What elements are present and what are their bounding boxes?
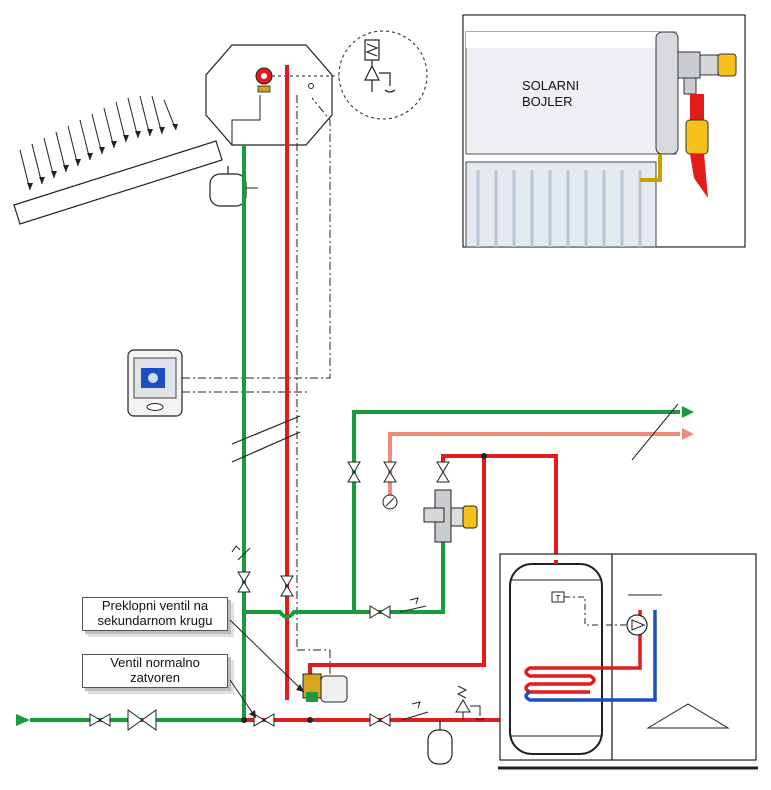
inlet-arrow (16, 714, 30, 726)
sun-ray-arrowheads (27, 124, 178, 190)
switch-valve-label-line1: Preklopni ventil na (101, 598, 209, 613)
diverter-valve-icon (302, 673, 348, 703)
inset-title-line1: SOLARNI (522, 78, 580, 93)
normally-closed-label-line1: Ventil normalno (110, 655, 200, 670)
svg-text:T: T (556, 594, 561, 603)
mixing-valve-icon (423, 489, 478, 543)
inlet-valves (89, 709, 391, 731)
heat-exchanger-triangle (646, 703, 730, 729)
bottom-safety-valve-icon (455, 685, 485, 721)
safety-valve-icon (364, 39, 396, 93)
bottom-switch-valves (369, 605, 391, 619)
solar-collector-panel (13, 140, 223, 225)
heating-coil (524, 610, 642, 694)
expansion-vessel-bottom (427, 720, 453, 765)
solar-controller (127, 349, 183, 417)
switch-valve-label-line2: sekundarnom krugu (97, 613, 213, 628)
normally-closed-valve-label: Ventil normalno zatvoren (82, 654, 228, 688)
inset-title: SOLARNI BOJLER (522, 78, 579, 110)
green-outlet-arrow (682, 406, 694, 418)
pipe-break-marks (231, 415, 301, 463)
supply-break-mark (631, 403, 679, 461)
pipe-junction-dot (241, 717, 247, 723)
shutoff-valves (237, 461, 450, 597)
octagon-sensor-dot (308, 83, 314, 89)
check-valve-icon (231, 545, 251, 561)
gear-icon (255, 67, 273, 93)
pink-outlet-arrow (682, 428, 694, 440)
inset-photo (462, 14, 746, 248)
normally-closed-label-line2: zatvoren (130, 670, 180, 685)
switch-valve-label: Preklopni ventil na sekundarnom krugu (82, 597, 228, 631)
inset-title-line2: BOJLER (522, 94, 573, 109)
